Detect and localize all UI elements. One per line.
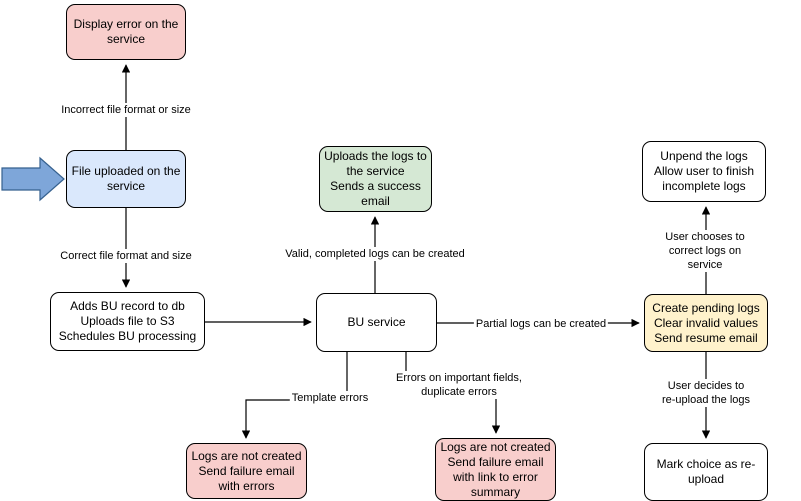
edge-label-partial-logs: Partial logs can be created xyxy=(473,317,609,331)
node-unpend-logs[interactable]: Unpend the logs Allow user to finish inc… xyxy=(642,141,766,202)
edge-label-incorrect-format: Incorrect file format or size xyxy=(59,103,193,117)
edge-label-template-errors: Template errors xyxy=(289,391,371,405)
node-adds-bu-record-label: Adds BU record to db Uploads file to S3 … xyxy=(58,299,197,343)
edge-label-valid-completed: Valid, completed logs can be created xyxy=(283,247,467,261)
node-logs-not-created-errors[interactable]: Logs are not created Send failure email … xyxy=(186,443,307,499)
node-logs-not-created-link[interactable]: Logs are not created Send failure email … xyxy=(435,438,556,501)
node-file-uploaded-label: File uploaded on the service xyxy=(71,164,181,193)
node-display-error[interactable]: Display error on the service xyxy=(66,4,186,60)
edge-label-user-corrects: User chooses to correct logs on service xyxy=(657,230,753,272)
node-mark-choice-reupload[interactable]: Mark choice as re- upload xyxy=(644,443,768,501)
node-logs-not-created-errors-label: Logs are not created Send failure email … xyxy=(191,448,302,493)
edge-label-errors-important-fields: Errors on important fields, duplicate er… xyxy=(394,371,524,399)
entry-arrow-icon xyxy=(1,156,65,202)
node-bu-service-label: BU service xyxy=(347,315,406,329)
node-bu-service[interactable]: BU service xyxy=(316,293,437,352)
node-uploads-logs-success[interactable]: Uploads the logs to the service Sends a … xyxy=(319,146,432,212)
node-create-pending-logs-label: Create pending logs Clear invalid values… xyxy=(652,300,760,345)
node-uploads-logs-success-label: Uploads the logs to the service Sends a … xyxy=(324,149,427,208)
node-create-pending-logs[interactable]: Create pending logs Clear invalid values… xyxy=(644,294,768,352)
edge-label-correct-format: Correct file format and size xyxy=(58,249,194,263)
node-logs-not-created-link-label: Logs are not created Send failure email … xyxy=(440,439,551,499)
edge-label-user-reupload: User decides to re-upload the logs xyxy=(658,379,754,407)
node-adds-bu-record[interactable]: Adds BU record to db Uploads file to S3 … xyxy=(50,292,205,351)
node-unpend-logs-label: Unpend the logs Allow user to finish inc… xyxy=(653,149,755,193)
node-display-error-label: Display error on the service xyxy=(73,17,179,46)
node-file-uploaded[interactable]: File uploaded on the service xyxy=(66,150,186,208)
node-mark-choice-reupload-label: Mark choice as re- upload xyxy=(656,457,756,486)
